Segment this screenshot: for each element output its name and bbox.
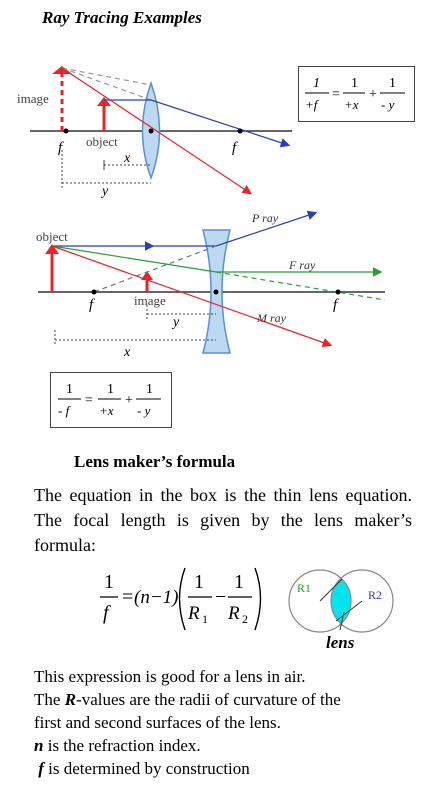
radius-circle-2 bbox=[330, 569, 394, 633]
thin-lens-formula-box-2: 1 - f = 1 +x + 1 - y bbox=[50, 372, 172, 428]
explanation-text: This expression is good for a lens in ai… bbox=[34, 665, 424, 780]
focal-right-label: f bbox=[232, 140, 238, 156]
m-ray-label: M ray bbox=[256, 311, 287, 325]
lens-maker-heading: Lens maker’s formula bbox=[74, 452, 236, 471]
dashed-back-ray bbox=[61, 67, 152, 86]
svg-text:1: 1 bbox=[66, 382, 73, 397]
explanation-line-3: first and second surfaces of the lens. bbox=[34, 713, 281, 732]
object-arrow-head bbox=[45, 244, 59, 254]
svg-text:- y: - y bbox=[137, 403, 151, 418]
p-ray-label: P ray bbox=[251, 211, 279, 225]
svg-text:+x: +x bbox=[99, 403, 114, 418]
svg-text:1: 1 bbox=[104, 571, 114, 593]
explanation-line-1: This expression is good for a lens in ai… bbox=[34, 667, 306, 686]
svg-text:−: − bbox=[215, 586, 226, 608]
lens-maker-formula: 1 f = (n−1) 1 R 1 − 1 R 2 bbox=[100, 567, 262, 631]
lens-label: lens bbox=[326, 633, 355, 652]
svg-text:+: + bbox=[369, 87, 377, 102]
svg-text:=: = bbox=[332, 87, 340, 102]
focal-left-label: f bbox=[89, 297, 95, 313]
svg-text:1: 1 bbox=[146, 382, 153, 397]
focal-right-label: f bbox=[333, 297, 339, 313]
converging-lens-diagram: image object f f x y bbox=[17, 66, 292, 199]
parallel-ray-refracted bbox=[150, 99, 291, 148]
svg-text:1: 1 bbox=[389, 76, 396, 91]
radius-circle-1 bbox=[288, 569, 352, 633]
svg-text:- f: - f bbox=[58, 403, 72, 418]
svg-text:1: 1 bbox=[202, 612, 208, 626]
explanation-line-5: f is determined by construction bbox=[38, 759, 250, 778]
svg-text:1: 1 bbox=[351, 76, 358, 91]
explanation-line-2: The R-values are the radii of curvature … bbox=[34, 690, 341, 709]
svg-text:1: 1 bbox=[313, 76, 320, 91]
object-label: object bbox=[36, 229, 68, 244]
svg-text:+x: +x bbox=[344, 97, 359, 112]
svg-text:1: 1 bbox=[194, 571, 204, 593]
object-arrow-head bbox=[97, 97, 111, 106]
svg-text:+f: +f bbox=[305, 97, 320, 112]
y-dimension-label: y bbox=[100, 184, 109, 199]
svg-text:1: 1 bbox=[234, 571, 244, 593]
thin-lens-formula-2: 1 - f = 1 +x + 1 - y bbox=[58, 382, 161, 418]
svg-text:=: = bbox=[85, 393, 93, 408]
focal-left-label: f bbox=[58, 140, 64, 156]
svg-text:1: 1 bbox=[107, 382, 114, 397]
diverging-lens-diagram: object image P ray F ray M ray f f y x bbox=[36, 210, 386, 360]
image-label: image bbox=[134, 293, 166, 308]
lens-curvature-circles: R1 R2 lens bbox=[288, 569, 394, 652]
y-dimension-label: y bbox=[171, 315, 180, 330]
thin-lens-formula: 1 +f = 1 +x + 1 - y bbox=[305, 76, 405, 112]
svg-text:+: + bbox=[125, 393, 133, 408]
svg-text:- y: - y bbox=[381, 97, 395, 112]
image-label: image bbox=[17, 91, 49, 106]
x-dimension-label: x bbox=[123, 345, 131, 360]
r1-label: R1 bbox=[297, 581, 311, 595]
r2-label: R2 bbox=[368, 588, 382, 602]
page-title: Ray Tracing Examples bbox=[42, 8, 202, 27]
svg-text:R: R bbox=[227, 603, 240, 624]
explanation-line-4: n is the refraction index. bbox=[34, 736, 201, 755]
x-dimension-label: x bbox=[123, 151, 131, 166]
svg-text:=: = bbox=[122, 586, 133, 608]
object-label: object bbox=[86, 134, 118, 149]
central-ray bbox=[61, 67, 252, 195]
dashed-back-ray-2 bbox=[61, 67, 152, 101]
lens-maker-paragraph: The equation in the box is the thin lens… bbox=[34, 485, 412, 555]
image-arrow-head bbox=[141, 271, 153, 280]
svg-text:f: f bbox=[103, 602, 111, 624]
thin-lens-formula-box: 1 +f = 1 +x + 1 - y bbox=[298, 66, 415, 122]
svg-text:2: 2 bbox=[242, 612, 248, 626]
f-ray-label: F ray bbox=[288, 258, 316, 272]
svg-text:R: R bbox=[187, 603, 200, 624]
svg-text:(n−1): (n−1) bbox=[134, 587, 178, 608]
